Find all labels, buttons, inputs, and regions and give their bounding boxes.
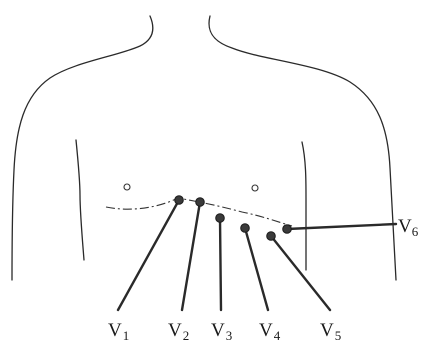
label-v5: V5 bbox=[320, 320, 341, 343]
left-nipple bbox=[124, 184, 130, 190]
lead-wire-v6 bbox=[287, 224, 396, 229]
lead-wire-v4 bbox=[245, 228, 268, 310]
lead-wire-v5 bbox=[271, 236, 330, 310]
lead-wires bbox=[118, 200, 396, 310]
label-v3: V3 bbox=[211, 320, 232, 343]
lead-wire-v1 bbox=[118, 200, 179, 310]
electrode-v5 bbox=[267, 232, 276, 241]
label-v4: V4 bbox=[259, 320, 281, 343]
right-arm-inner bbox=[302, 142, 306, 270]
electrode-v6 bbox=[283, 225, 292, 234]
electrode-v2 bbox=[196, 198, 205, 207]
label-v6: V6 bbox=[398, 216, 419, 239]
left-arm-inner bbox=[76, 140, 84, 260]
right-nipple bbox=[252, 185, 258, 191]
label-v2: V2 bbox=[168, 320, 189, 343]
electrode-v3 bbox=[216, 214, 225, 223]
lead-wire-v2 bbox=[182, 202, 200, 310]
lead-wire-v3 bbox=[220, 218, 221, 310]
label-v1: V1 bbox=[108, 320, 129, 343]
torso-outline bbox=[12, 16, 396, 280]
electrodes bbox=[175, 196, 292, 241]
electrode-v1 bbox=[175, 196, 184, 205]
electrode-v4 bbox=[241, 224, 250, 233]
